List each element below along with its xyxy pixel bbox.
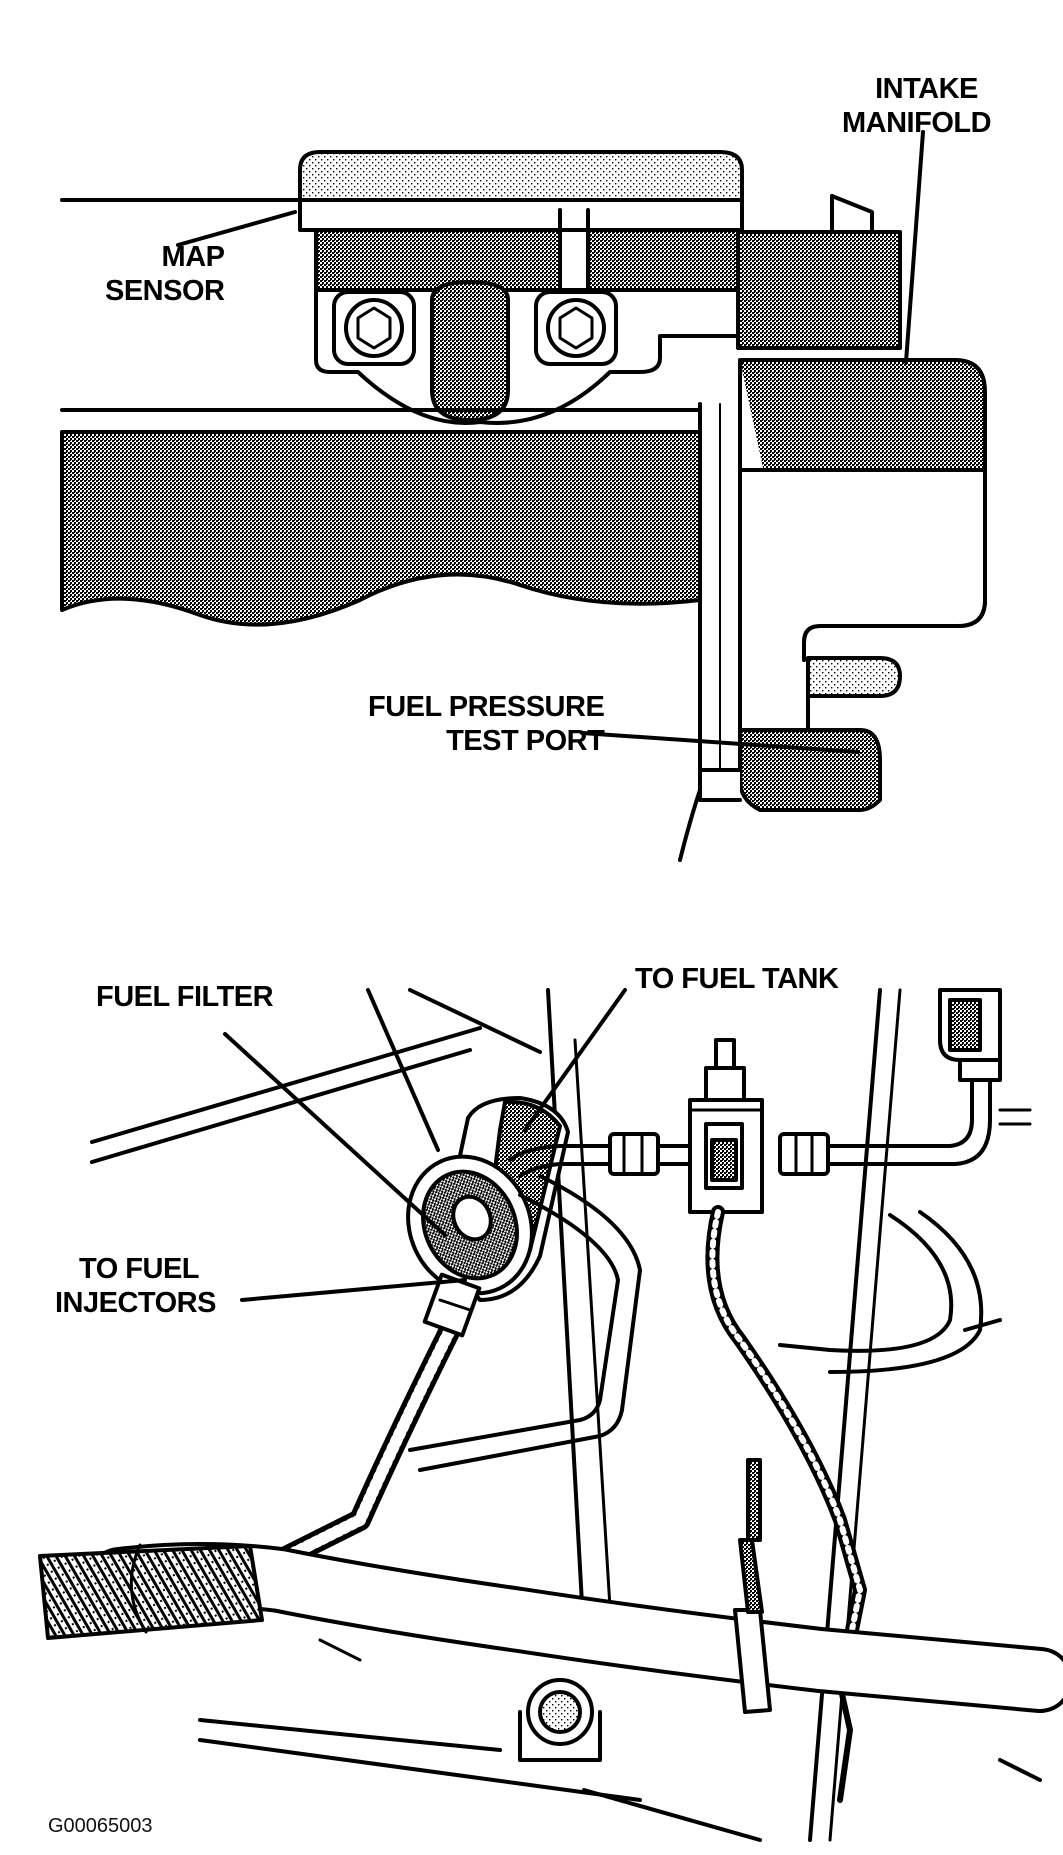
label-map-sensor: MAP SENSOR [105, 240, 225, 308]
fuel-tee-valve [688, 1038, 764, 1214]
leader-fuel-filter [223, 1032, 447, 1237]
frame-rail-vertical [546, 988, 586, 1642]
label-to-fuel-injectors-line2: INJECTORS [55, 1287, 216, 1319]
top-view [60, 150, 987, 862]
label-intake-manifold: INTAKE MANIFOLD [842, 72, 992, 140]
mounting-bolt-left [332, 290, 416, 366]
label-test-port-line1: FUEL PRESSURE [368, 691, 605, 723]
vacuum-port [430, 280, 510, 422]
leader-to-fuel-tank [523, 988, 627, 1132]
line-fitting-left [608, 1132, 660, 1176]
fuel-line-to-tank [508, 1144, 692, 1162]
label-test-port-line2: TEST PORT [446, 725, 605, 757]
map-sensor-base [314, 288, 742, 425]
harness-bolt [518, 1678, 602, 1762]
frame-rail-upper [90, 1026, 482, 1144]
label-map-sensor-line2: SENSOR [105, 275, 225, 307]
leader-map-sensor [176, 210, 297, 247]
test-port-fitting [698, 656, 902, 812]
bottom-view [38, 988, 1063, 1842]
harness-wrap [38, 1544, 264, 1640]
label-map-sensor-line1: MAP [161, 241, 225, 273]
leader-to-fuel-injectors [240, 1278, 467, 1302]
label-to-fuel-tank-line1: TO FUEL TANK [635, 963, 839, 995]
label-intake-manifold-line2: MANIFOLD [842, 107, 992, 139]
braided-hose [705, 1205, 867, 1647]
label-intake-manifold-line1: INTAKE [875, 73, 978, 105]
pressure-sensor-connector [938, 988, 1002, 1082]
map-sensor-block-right [586, 228, 740, 292]
intake-runner [60, 430, 702, 627]
label-to-fuel-tank: TO FUEL TANK [635, 962, 839, 996]
label-fuel-filter: FUEL FILTER [96, 980, 274, 1014]
label-to-fuel-injectors: TO FUEL INJECTORS [55, 1252, 216, 1320]
rear-hose-loop [778, 1213, 954, 1353]
fuel-line-return [418, 1174, 642, 1472]
map-sensor-cap [298, 150, 744, 202]
label-to-fuel-injectors-line1: TO FUEL [79, 1253, 200, 1285]
map-bracket [736, 230, 902, 350]
map-sensor-body [298, 198, 744, 232]
mounting-bolt-right [534, 290, 618, 366]
line-fitting-right [778, 1132, 830, 1176]
label-fuel-filter-line1: FUEL FILTER [96, 981, 274, 1013]
map-sensor-block-left [314, 228, 562, 292]
leader-intake-manifold [904, 130, 925, 364]
leader-test-port [580, 731, 860, 754]
label-fuel-pressure-test-port: FUEL PRESSURE TEST PORT [368, 690, 605, 758]
figure-id: G00065003 [48, 1815, 153, 1837]
